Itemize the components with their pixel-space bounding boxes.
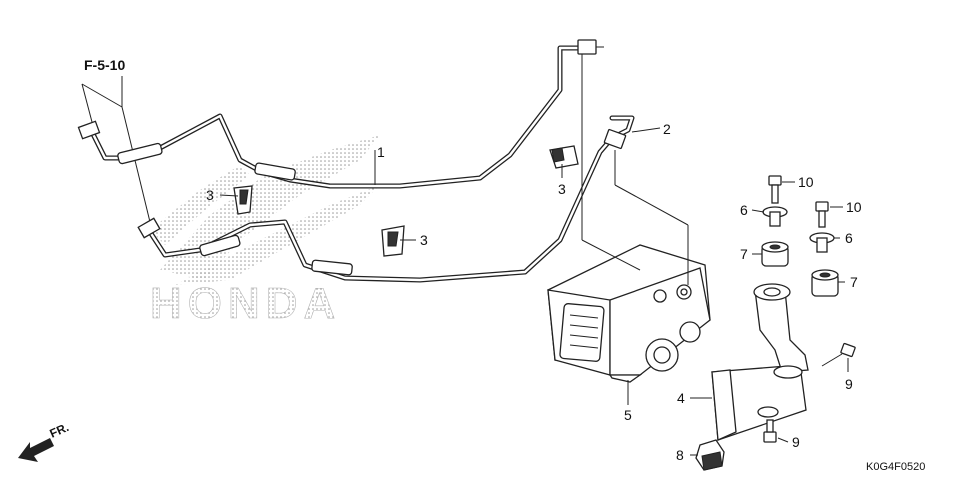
callout-5: 5 xyxy=(624,407,632,423)
leader-lines xyxy=(219,54,849,456)
abs-bracket xyxy=(711,283,809,441)
pipe-clamp-c xyxy=(549,145,579,169)
bolt-10a xyxy=(768,175,782,204)
callout-7b: 7 xyxy=(850,274,858,290)
callout-4: 4 xyxy=(677,390,685,406)
collar-a xyxy=(762,206,788,227)
pipe-clamp-b xyxy=(381,225,405,257)
callout-1: 1 xyxy=(377,144,385,160)
abs-modulator xyxy=(547,244,711,383)
brake-pipe-2 xyxy=(137,115,635,283)
honda-wing-logo xyxy=(150,135,395,285)
callout-9a: 9 xyxy=(845,376,853,392)
grommet-a xyxy=(761,241,789,267)
bolt-9b xyxy=(763,419,777,443)
callout-6b: 6 xyxy=(845,230,853,246)
pipe-clamp-a xyxy=(233,185,253,215)
bolt-10b xyxy=(815,201,829,228)
callout-10a: 10 xyxy=(798,174,814,190)
ref-code: F-5-10 xyxy=(84,57,125,73)
bolt-9a xyxy=(821,342,856,367)
drawing-code: K0G4F0520 xyxy=(866,461,925,473)
callout-3a: 3 xyxy=(206,187,214,203)
callout-7a: 7 xyxy=(740,246,748,262)
callout-2: 2 xyxy=(663,121,671,137)
callout-3c: 3 xyxy=(558,181,566,197)
ref-leader xyxy=(81,76,151,223)
honda-watermark: HONDA xyxy=(150,279,341,328)
grommet-b xyxy=(811,269,839,297)
callout-10b: 10 xyxy=(846,199,862,215)
front-direction-label: FR. xyxy=(48,420,71,441)
front-direction-arrow xyxy=(18,438,54,462)
callout-9b: 9 xyxy=(792,434,800,450)
callout-6a: 6 xyxy=(740,202,748,218)
collar-b xyxy=(809,232,835,253)
nut-8 xyxy=(695,439,725,471)
callout-3b: 3 xyxy=(420,232,428,248)
brake-pipe-1 xyxy=(77,39,604,189)
callout-8: 8 xyxy=(676,447,684,463)
